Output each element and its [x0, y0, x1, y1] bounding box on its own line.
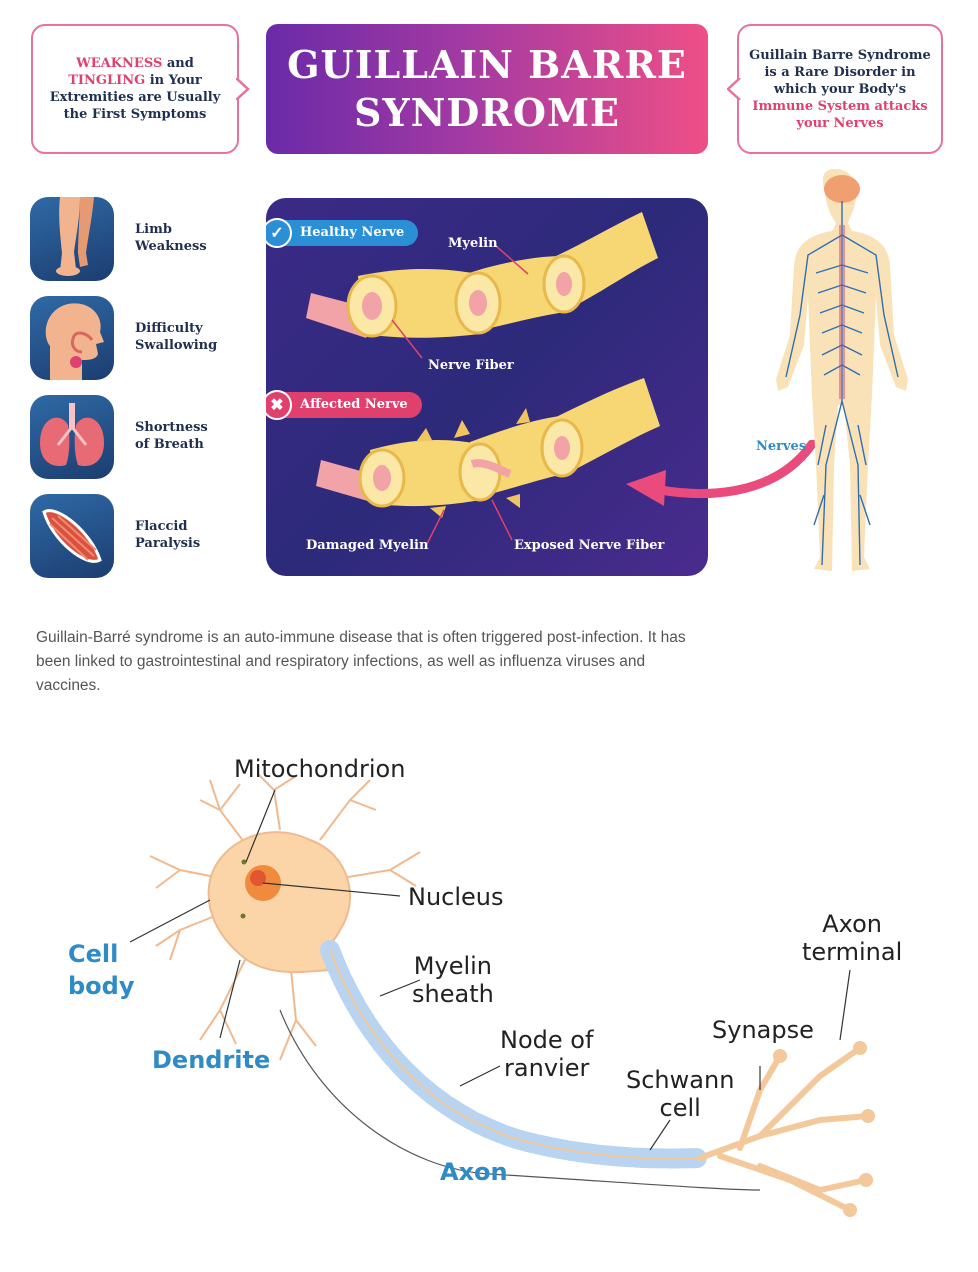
symptom-label-flaccid-paralysis: Flaccid Paralysis: [135, 519, 201, 551]
nerve-comparison-panel: ✓ Healthy Nerve ✖ Affected Nerve Myelin …: [266, 198, 708, 576]
affected-nerve-badge: ✖ Affected Nerve: [266, 390, 422, 420]
check-icon: ✓: [266, 218, 292, 248]
dendrites: [149, 773, 421, 1061]
healthy-nerve-label: Healthy Nerve: [300, 225, 405, 240]
schwann-line-1: Schwann: [626, 1066, 735, 1094]
definition-bubble: Guillain Barre Syndrome is a Rare Disord…: [737, 24, 943, 154]
axon-terminal-line-1: Axon: [822, 910, 883, 938]
symptom-label-difficulty-swallowing: Difficulty Swallowing: [135, 321, 218, 353]
exposed-nerve-fiber-label: Exposed Nerve Fiber: [514, 538, 665, 553]
and-text: and: [162, 56, 194, 71]
symptom-label-shortness-of-breath: Shortness of Breath: [135, 420, 208, 452]
cell-body-label: Cell body: [68, 938, 135, 1002]
pointer-arrow-icon: [626, 440, 817, 506]
myelin-sheath-line-1: Myelin: [413, 952, 493, 980]
damaged-myelin-segments: [358, 378, 660, 518]
symptoms-intro-rest: in Your Extremities are Usually the Firs…: [49, 73, 221, 122]
schwann-cell-label: Schwann cell: [626, 1066, 734, 1122]
synapse-label: Synapse: [712, 1016, 814, 1044]
flaccid-paralysis-tile: [30, 494, 114, 578]
nucleus-label: Nucleus: [408, 883, 504, 911]
damaged-myelin-label: Damaged Myelin: [306, 538, 429, 553]
description-paragraph: Guillain-Barré syndrome is an auto-immun…: [36, 629, 686, 694]
node-of-ranvier-label: Node of ranvier: [500, 1026, 593, 1082]
myelin-sheath-line-2: sheath: [412, 980, 494, 1008]
nervous-system-figure: [776, 168, 908, 571]
immune-text: Immune System attacks your Nerves: [752, 98, 928, 131]
shortness-of-breath-tile: [30, 395, 114, 479]
title-line-2: SYNDROME: [354, 90, 620, 135]
axon-terminal-line-2: terminal: [802, 938, 903, 966]
axon-terminal-branches: [697, 1045, 871, 1213]
nerves-label: Nerves: [756, 439, 807, 454]
symptoms-intro-bubble: WEAKNESS and TINGLING in Your Extremitie…: [31, 24, 239, 154]
dendrite-label: Dendrite: [152, 1046, 271, 1074]
neuron-diagram: [129, 773, 875, 1217]
schwann-line-2: cell: [659, 1094, 701, 1122]
myelin-sheath-label: Myelin sheath: [412, 952, 494, 1008]
healthy-myelin-segments: [346, 212, 658, 338]
title-line-1: GUILLAIN BARRE: [287, 42, 687, 87]
myelin-label: Myelin: [448, 236, 498, 251]
page-title: GUILLAIN BARRE SYNDROME: [266, 24, 708, 154]
leg-icon: [56, 197, 94, 276]
myelin-sheath-segments: [320, 940, 710, 1169]
limb-weakness-tile: [30, 197, 114, 281]
axon-terminal-label: Axon terminal: [802, 910, 902, 966]
cell-body-line-2: body: [68, 972, 135, 1000]
nerve-illustration: [306, 212, 660, 547]
mitochondrion-label: Mitochondrion: [234, 755, 406, 783]
affected-nerve-label: Affected Nerve: [300, 397, 408, 412]
tingling-text: TINGLING: [68, 73, 146, 88]
node-line-2: ranvier: [504, 1054, 590, 1082]
bubble-pointer-icon: [727, 78, 741, 100]
healthy-nerve-badge: ✓ Healthy Nerve: [266, 218, 419, 248]
symptom-label-limb-weakness: Limb Weakness: [135, 222, 207, 254]
throat-icon: [45, 303, 104, 380]
weakness-text: WEAKNESS: [76, 56, 163, 71]
node-line-1: Node of: [500, 1026, 594, 1054]
bubble-pointer-icon: [236, 78, 250, 100]
definition-text: Guillain Barre Syndrome is a Rare Disord…: [749, 47, 931, 97]
cell-body-line-1: Cell: [68, 940, 119, 968]
difficulty-swallowing-tile: [30, 296, 114, 380]
nerve-fiber-label: Nerve Fiber: [428, 358, 514, 373]
lungs-icon: [40, 403, 104, 467]
x-mark-icon: ✖: [266, 390, 292, 420]
axon-label: Axon: [440, 1158, 508, 1186]
muscle-icon: [42, 509, 102, 563]
